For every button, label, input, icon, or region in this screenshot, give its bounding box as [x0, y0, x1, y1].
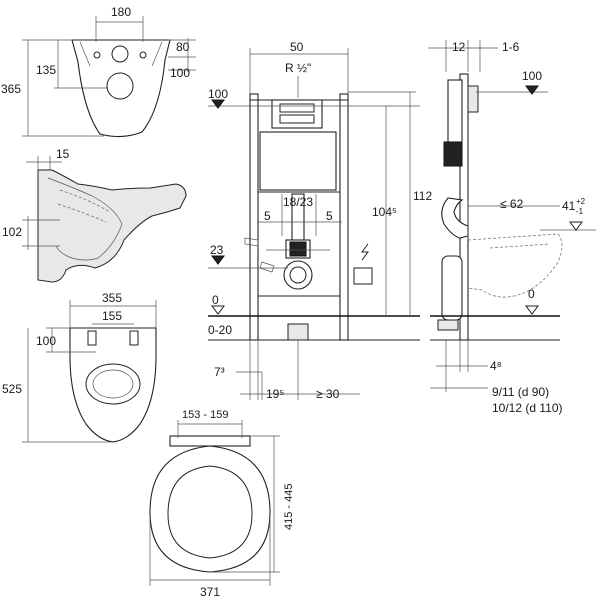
seat-offset-label: 100: [36, 334, 56, 348]
seat-cover-view: 153 - 159 415 - 445 371: [149, 409, 295, 599]
bowl-side-height-label: 102: [2, 225, 22, 239]
frame-thread-label: R ½": [285, 61, 311, 75]
frame-front-view: 50 R ½" 100 112 104⁵ 18/23 5 5 23 0 0-20: [208, 40, 432, 401]
side-note-1-label: 9/11 (d 90): [492, 385, 549, 399]
bowl-width-label: 180: [111, 5, 131, 19]
front-bottom-right-label: ≥ 30: [316, 387, 340, 401]
seat-plan-view: 355 155 100 525: [2, 291, 157, 443]
bowl-top-offset-label: 80: [176, 40, 190, 54]
frame-side-view: 12 1-6 100 ≤ 62 41 +2 -1 0 4⁸ 9/11 (d 90…: [428, 40, 596, 415]
seat-width-label: 355: [102, 291, 122, 305]
side-tol-plus-label: +2: [576, 197, 586, 206]
side-height-label: 41: [562, 199, 576, 213]
pipe-spacing-label: 18/23: [283, 195, 313, 209]
side-depth-a-label: 12: [452, 40, 466, 54]
front-adjust-label: 0-20: [208, 323, 232, 337]
side-foot-label: 4⁸: [490, 359, 502, 373]
frame-width-label: 50: [290, 40, 304, 54]
seat-length-label: 525: [2, 382, 22, 396]
side-tol-minus-label: -1: [576, 207, 584, 216]
frame-right-upright: [339, 93, 349, 341]
side-level-0-label: 0: [528, 287, 535, 301]
front-level-23-label: 23: [210, 243, 224, 257]
frame-height-1045-label: 104⁵: [372, 205, 397, 219]
outlet-pipe: [283, 260, 313, 290]
bowl-level-label: 100: [170, 66, 190, 80]
cover-width-label: 371: [200, 585, 220, 599]
front-level-100-label: 100: [208, 87, 228, 101]
front-bottom-left-label: 7³: [214, 365, 225, 379]
bowl-fixing-hole: [111, 45, 129, 63]
bowl-side-view: 15 102: [2, 147, 187, 283]
seat-hinge-label: 155: [102, 309, 122, 323]
side-depth-b-label: 1-6: [502, 40, 520, 54]
front-level-0-label: 0: [212, 293, 219, 307]
side-reach-label: ≤ 62: [500, 197, 524, 211]
bowl-top-view: 180 365 135 80 100: [1, 5, 196, 138]
side-drain-pipe: [441, 255, 463, 321]
offset-right-label: 5: [326, 209, 333, 223]
bowl-outlet-circle: [106, 72, 134, 100]
bowl-height-label: 365: [1, 82, 21, 96]
bowl-side-top-label: 15: [56, 147, 70, 161]
front-bottom-mid-label: 19⁵: [266, 387, 284, 401]
frame-left-upright: [249, 93, 259, 341]
offset-left-label: 5: [264, 209, 271, 223]
cover-hinge-range-label: 153 - 159: [182, 409, 228, 421]
side-note-2-label: 10/12 (d 110): [492, 401, 563, 415]
cistern: [259, 131, 337, 191]
bowl-inner-label: 135: [36, 63, 56, 77]
cover-length-range-label: 415 - 445: [283, 484, 295, 530]
side-level-100-label: 100: [522, 69, 542, 83]
frame-total-height-label: 112: [413, 189, 432, 203]
electrical-box: [353, 267, 373, 285]
